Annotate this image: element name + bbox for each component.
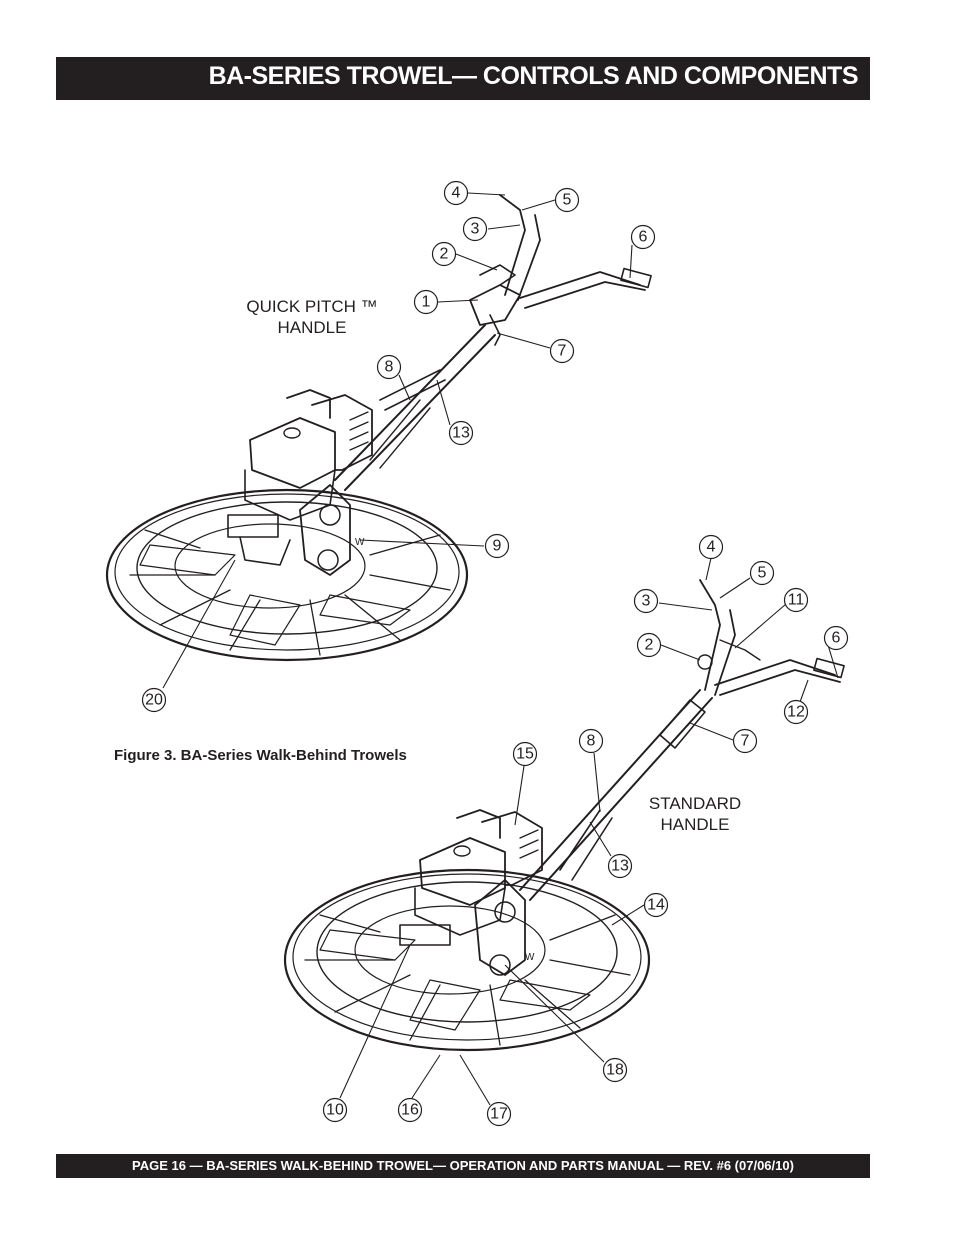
callout-13-b: 13 [611,858,629,875]
callout-3-b: 3 [642,593,651,610]
page-footer-bar: PAGE 16 — BA-SERIES WALK-BEHIND TROWEL— … [56,1154,870,1178]
callout-5: 5 [563,192,572,209]
bottom-callouts: 4 5 3 11 6 2 12 8 7 15 13 14 18 10 16 17 [322,534,849,1127]
top-trowel-drawing: W [105,194,652,662]
callout-7-b: 7 [741,733,750,750]
page-title: BA-SERIES TROWEL— CONTROLS AND COMPONENT… [208,62,859,90]
standard-handle-label: STANDARD HANDLE [630,793,760,835]
callout-7: 7 [558,343,567,360]
callout-3: 3 [471,221,480,238]
callout-20: 20 [145,692,163,709]
quick-pitch-label-line1: QUICK PITCH ™ [246,297,378,316]
callout-2-b: 2 [645,637,654,654]
callout-14: 14 [647,897,665,914]
callout-9: 9 [493,538,502,555]
figure-caption: Figure 3. BA-Series Walk-Behind Trowels [114,747,407,764]
standard-label-line2: HANDLE [660,815,730,834]
callout-4: 4 [452,185,461,202]
callout-8: 8 [385,359,394,376]
callout-17: 17 [490,1106,508,1123]
page-header-bar: BA-SERIES TROWEL— CONTROLS AND COMPONENT… [56,57,870,100]
quick-pitch-label-line2: HANDLE [277,318,347,337]
callout-1: 1 [422,294,431,311]
callout-5-b: 5 [758,565,767,582]
callout-11: 11 [788,592,805,609]
callout-16: 16 [401,1102,419,1119]
svg-text:W: W [525,952,535,963]
bottom-trowel-drawing: W [283,579,845,1052]
callout-10: 10 [326,1102,344,1119]
callout-2: 2 [440,246,449,263]
callout-15: 15 [516,746,534,763]
svg-text:W: W [355,537,365,548]
standard-label-line1: STANDARD [648,794,742,813]
callout-6: 6 [639,229,648,246]
callout-12: 12 [787,704,805,721]
callout-13: 13 [452,425,470,442]
callout-18: 18 [606,1062,624,1079]
callout-4-b: 4 [707,539,716,556]
callout-6-b: 6 [832,630,841,647]
callout-8-b: 8 [587,733,596,750]
page-footer-text: PAGE 16 — BA-SERIES WALK-BEHIND TROWEL— … [132,1158,794,1173]
top-callouts: 4 5 3 6 2 1 7 8 13 9 20 [141,180,656,713]
quick-pitch-label: QUICK PITCH ™ HANDLE [232,296,392,338]
